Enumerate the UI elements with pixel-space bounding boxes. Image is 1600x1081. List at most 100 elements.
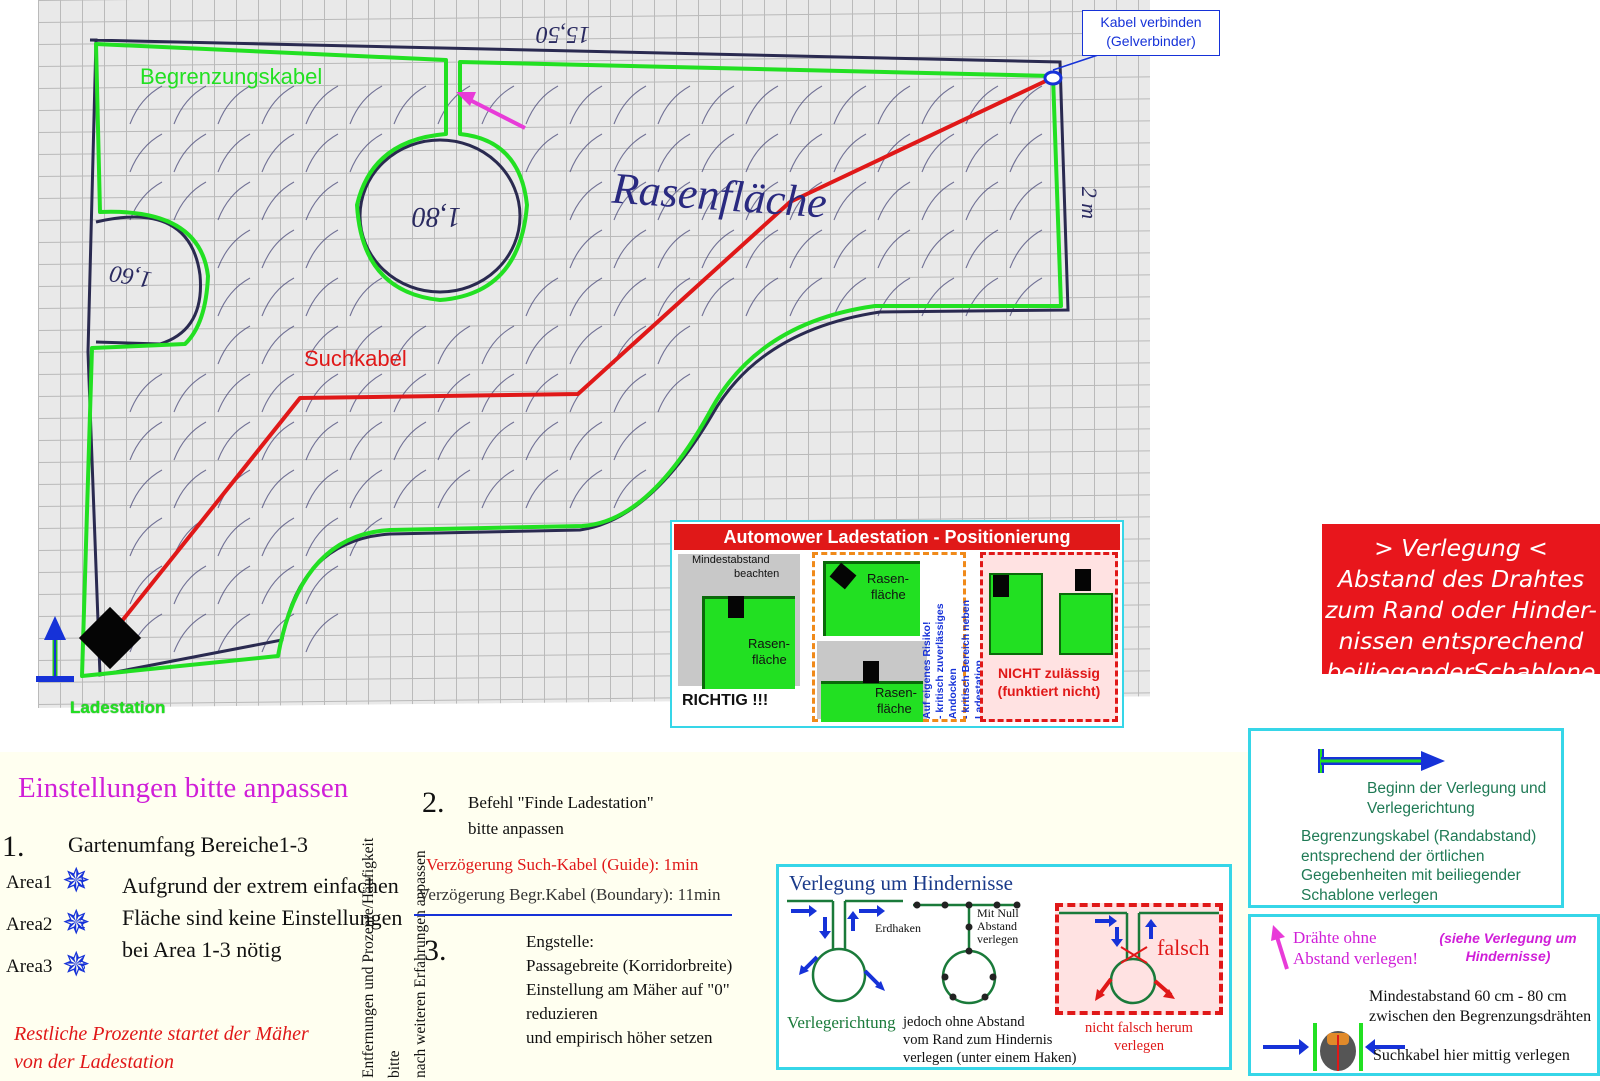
hatch-stroke (129, 469, 163, 509)
hatch-stroke (349, 85, 383, 125)
hatch-stroke (657, 85, 691, 125)
boundary-note-4: Schablone verlegen (1301, 886, 1439, 904)
risk-rasen-1: Rasen- (867, 571, 909, 586)
not-allowed-station-2 (1075, 569, 1091, 591)
hatch-stroke (349, 325, 383, 365)
wrong-direction-note: nicht falsch herum verlegen (1059, 1019, 1219, 1055)
find-station-line-1: Befehl "Finde Ladestation" (468, 793, 654, 812)
boundary-wire (80, 42, 1063, 678)
min-distance-2: zwischen den Begrenzungsdrähten (1369, 1008, 1592, 1025)
hatch-stroke (613, 469, 647, 509)
hatch-stroke (569, 181, 603, 221)
hatch-stroke (569, 229, 603, 269)
risk-lawn-bottom: Rasen- fläche (817, 641, 927, 722)
find-station-command: Befehl "Finde Ladestation" bitte anpasse… (468, 790, 654, 842)
charging-station-label: Ladestation (70, 698, 166, 717)
richtig-label: RICHTIG !!! (682, 692, 769, 709)
wires-no-distance: Drähte ohne Abstand verlegen! (1293, 927, 1418, 969)
hatch-stroke (657, 373, 691, 413)
laying-direction-label: Verlegerichtung (787, 1013, 896, 1032)
no-distance-3: verlegen (unter einem Haken) (903, 1050, 1077, 1066)
hatch-stroke (129, 565, 163, 605)
boundary-wire-note: Begrenzungskabel (Randabstand) entsprech… (1301, 827, 1536, 905)
settings-title: Einstellungen bitte anpassen (18, 772, 349, 804)
hatch-stroke (437, 421, 471, 461)
hatch-stroke (393, 469, 427, 509)
hatch-stroke (569, 421, 603, 461)
hatch-stroke (305, 277, 339, 317)
hatch-stroke (525, 325, 559, 365)
area-hint-3: bei Area 1-3 nötig (122, 937, 282, 962)
hatch-stroke (173, 181, 207, 221)
hatch-stroke (437, 325, 471, 365)
remaining-percent-note: Restliche Prozente startet der Mäher von… (14, 1020, 309, 1076)
hatch-stroke (261, 469, 295, 509)
hatch-stroke (657, 325, 691, 365)
connector-marker (1043, 70, 1063, 86)
area-star-icon-1: ✵ (62, 862, 91, 900)
hatch-stroke (613, 229, 647, 269)
richtig-rasen-2: fläche (752, 652, 787, 667)
hatch-stroke (921, 181, 955, 221)
hatch-stroke (701, 85, 735, 125)
corridor-line-4: reduzieren (526, 1004, 598, 1023)
hatch-stroke (261, 421, 295, 461)
start-direction-1: Beginn der Verlegung und (1367, 780, 1547, 797)
obstacle-correct-diagram (787, 899, 903, 1003)
hatch-stroke (217, 517, 251, 557)
hatch-stroke (217, 85, 251, 125)
area-hint: Aufgrund der extrem einfachen Fläche sin… (122, 870, 402, 966)
wrong-direction-panel: falsch (1055, 903, 1223, 1015)
see-obstacles-1: (siehe Verlegung um (1439, 930, 1577, 946)
see-obstacles-note: (siehe Verlegung um Hindernisse) (1423, 929, 1593, 965)
area-label-2: Area2 (6, 914, 53, 935)
remaining-note-2: von der Ladestation (14, 1051, 174, 1073)
hatch-stroke (437, 85, 471, 125)
hatch-stroke (525, 133, 559, 173)
hatch-stroke (965, 181, 999, 221)
hatch-stroke (349, 421, 383, 461)
start-direction-text: Beginn der Verlegung und Verlegerichtung (1367, 779, 1546, 818)
area-badge-2: 2 (79, 916, 86, 931)
hatch-stroke (217, 565, 251, 605)
hatch-stroke (481, 421, 515, 461)
hatch-stroke (1009, 181, 1043, 221)
risk-rasen-2: fläche (871, 587, 906, 602)
richtig-panel: Mindestabstand beachten Rasen- fläche (678, 554, 800, 689)
hatch-stroke (305, 229, 339, 269)
risk-vertical-1: Auf eigenes Risiko! (921, 621, 933, 719)
not-allowed-text-1: NICHT zulässig (998, 665, 1100, 681)
corridor-line-3: Einstellung am Mäher auf "0" (526, 980, 730, 999)
hatch-stroke (789, 133, 823, 173)
hatch-stroke (349, 133, 383, 173)
hatch-stroke (657, 277, 691, 317)
connector-callout-line2: (Gelverbinder) (1106, 33, 1196, 49)
hatch-stroke (481, 85, 515, 125)
hatch-stroke (613, 181, 647, 221)
step-2-number: 2. (422, 786, 445, 819)
hatch-stroke (1009, 133, 1043, 173)
hatch-stroke (525, 469, 559, 509)
risk-vertical-2: - kritisch zuverlässiges Andocken (934, 603, 959, 719)
boundary-delay: Verzögerung Begr.Kabel (Boundary): 11min (418, 885, 721, 904)
hatch-stroke (261, 277, 295, 317)
hatch-stroke (525, 421, 559, 461)
hatch-stroke (1009, 85, 1043, 125)
hatch-stroke (789, 229, 823, 269)
hatch-stroke (217, 229, 251, 269)
hatch-stroke (217, 373, 251, 413)
wrong-note-2: verlegen (1114, 1038, 1164, 1054)
step-1-number: 1. (2, 830, 25, 863)
boundary-note-2: entsprechend der örtlichen (1301, 847, 1485, 865)
hatch-stroke (393, 325, 427, 365)
area-badge-3: 3 (79, 958, 86, 973)
find-station-line-2: bitte anpassen (468, 819, 564, 838)
handwritten-circle-size: 1,80 (412, 201, 461, 232)
no-distance-1: jedoch ohne Abstand (903, 1014, 1025, 1030)
laying-instructions-box: > Verlegung < Abstand des Drahtes zum Ra… (1322, 524, 1600, 686)
mower-between-wires-diagram (1263, 1023, 1405, 1071)
hatch-stroke (129, 421, 163, 461)
hatch-stroke (745, 181, 779, 221)
hatch-stroke (921, 133, 955, 173)
settings-divider (414, 914, 732, 916)
